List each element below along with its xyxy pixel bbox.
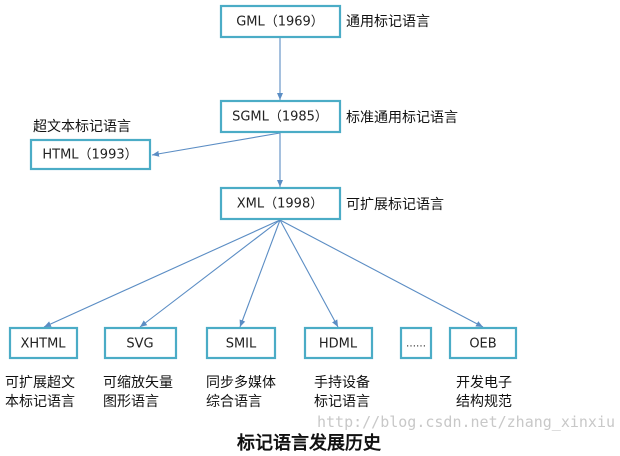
node-label: SGML（1985） <box>232 110 328 125</box>
node-desc-hdml-1: 手持设备 <box>314 374 370 391</box>
edge-xml-svg <box>139 219 281 328</box>
diagram-title: 标记语言发展历史 <box>236 432 382 454</box>
node-desc-hdml-2: 标记语言 <box>314 394 370 410</box>
node-sgml: SGML（1985） <box>219 99 342 134</box>
node-label: HDML <box>319 337 358 352</box>
node-label: XML（1998） <box>237 197 323 212</box>
node-desc-xhtml-1: 可扩展超文 <box>5 375 75 391</box>
node-desc-xhtml-2: 本标记语言 <box>5 394 75 410</box>
edges <box>43 38 484 328</box>
node-desc-gml: 通用标记语言 <box>346 14 430 30</box>
edge-xml-xhtml <box>43 219 281 328</box>
edge-sgml-html <box>151 132 281 157</box>
node-label: SMIL <box>226 337 257 352</box>
node-desc-smil-2: 综合语言 <box>206 394 262 410</box>
node-hdml: HDML <box>303 326 374 360</box>
node-desc-smil-1: 同步多媒体 <box>206 374 276 391</box>
node-desc-oeb-1: 开发电子 <box>456 375 512 391</box>
edge-xml-hdml <box>279 219 339 328</box>
node-label: OEB <box>469 337 496 352</box>
node-label: HTML（1993） <box>42 148 137 163</box>
node-gml: GML（1969） <box>219 4 342 39</box>
node-desc-oeb-2: 结构规范 <box>456 393 512 410</box>
node-label: …… <box>406 339 426 350</box>
node-smil: SMIL <box>205 326 277 360</box>
node-desc-svg-2: 图形语言 <box>103 394 159 410</box>
node-desc-html: 超文本标记语言 <box>33 119 131 135</box>
edge-xml-smil <box>239 219 281 328</box>
node-label: GML（1969） <box>236 15 324 30</box>
node-oeb: OEB <box>448 326 518 360</box>
node-desc-xml: 可扩展标记语言 <box>346 197 444 213</box>
node-label: SVG <box>126 337 153 352</box>
node-desc-svg-1: 可缩放矢量 <box>103 375 173 391</box>
edge-xml-oeb <box>279 219 484 328</box>
watermark: http://blog.csdn.net/zhang_xinxiu <box>317 413 615 431</box>
node-more: …… <box>399 326 433 360</box>
node-desc-sgml: 标准通用标记语言 <box>346 110 458 126</box>
node-xml: XML（1998） <box>219 186 342 221</box>
node-html: HTML（1993） <box>29 138 152 171</box>
node-svg: SVG <box>103 326 178 360</box>
node-xhtml: XHTML <box>8 326 79 360</box>
node-label: XHTML <box>20 337 66 352</box>
